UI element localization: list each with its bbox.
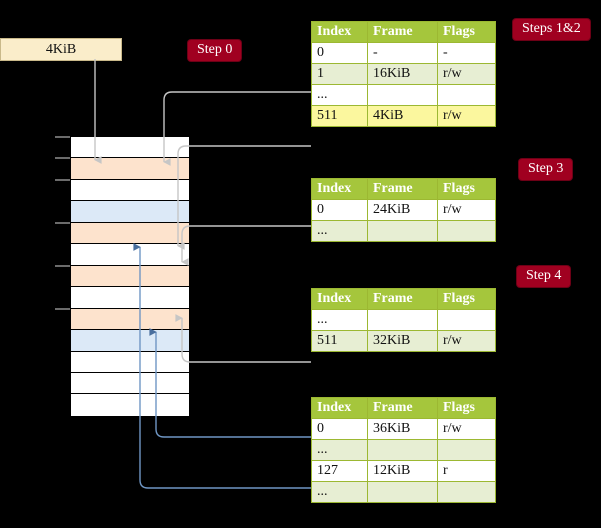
memory-frame-row	[71, 372, 189, 395]
physical-memory-column	[70, 136, 190, 416]
table-cell: r	[437, 460, 496, 482]
memory-frame-row	[71, 287, 189, 309]
table-cell: r/w	[437, 63, 496, 85]
column-header-flags: Flags	[437, 21, 496, 43]
table-row: ...	[311, 309, 496, 331]
memory-frame-row	[71, 158, 189, 180]
frame-tick-1	[55, 157, 70, 159]
column-header-flags: Flags	[437, 178, 496, 200]
table-cell: ...	[311, 220, 368, 242]
table-cell: 0	[311, 418, 368, 440]
memory-frame-row	[71, 351, 189, 373]
column-header-frame: Frame	[367, 21, 438, 43]
table-cell	[437, 309, 496, 331]
memory-frame-row	[71, 265, 189, 288]
memory-frame-row	[71, 137, 189, 159]
wire-l3-row0-to-memory	[181, 225, 311, 266]
table-cell: 24KiB	[367, 199, 438, 221]
table-cell: r/w	[437, 105, 496, 127]
memory-frame-row	[71, 394, 189, 416]
column-header-index: Index	[311, 397, 368, 419]
frame-tick-8	[55, 308, 70, 310]
table-cell: 4KiB	[367, 105, 438, 127]
table-cell: ...	[311, 309, 368, 331]
frame-tick-0	[55, 136, 70, 138]
table-cell	[437, 220, 496, 242]
badge-step-4-label: Step 4	[526, 268, 562, 283]
table-cell: 0	[311, 42, 368, 64]
memory-frame-row	[71, 308, 189, 331]
source-page-label: 4KiB	[45, 41, 77, 57]
table-row: ...	[311, 439, 496, 461]
table-row: ...	[311, 481, 496, 503]
table-cell	[437, 481, 496, 503]
memory-frame-row	[71, 222, 189, 245]
table-cell	[367, 439, 438, 461]
column-header-flags: Flags	[437, 397, 496, 419]
table-cell: ...	[311, 481, 368, 503]
table-cell: r/w	[437, 199, 496, 221]
frame-tick-2	[55, 179, 70, 181]
table-cell: 511	[311, 330, 368, 352]
table-cell: 32KiB	[367, 330, 438, 352]
table-cell	[367, 84, 438, 106]
table-cell	[437, 84, 496, 106]
table-cell: 36KiB	[367, 418, 438, 440]
frame-tick-6	[55, 265, 70, 267]
table-cell	[367, 220, 438, 242]
column-header-frame: Frame	[367, 178, 438, 200]
wire-l2-row511-to-memory	[175, 314, 311, 363]
column-header-frame: Frame	[367, 397, 438, 419]
table-row: ...	[311, 220, 496, 242]
table-cell: 12KiB	[367, 460, 438, 482]
table-row: ...	[311, 84, 496, 106]
memory-frame-row	[71, 201, 189, 223]
table-cell: r/w	[437, 330, 496, 352]
source-page-box: 4KiB	[0, 38, 122, 61]
column-header-flags: Flags	[437, 288, 496, 310]
table-cell: ...	[311, 439, 368, 461]
table-row: 0--	[311, 42, 496, 64]
badge-step-0-label: Step 0	[197, 42, 233, 57]
table-cell: ...	[311, 84, 368, 106]
badge-step-4: Step 4	[517, 266, 571, 288]
column-header-index: Index	[311, 178, 368, 200]
table-cell	[367, 481, 438, 503]
table-cell: -	[437, 42, 496, 64]
table-cell: 127	[311, 460, 368, 482]
table-cell: -	[367, 42, 438, 64]
column-header-index: Index	[311, 288, 368, 310]
table-cell: 16KiB	[367, 63, 438, 85]
memory-frame-row	[71, 244, 189, 266]
table-cell	[367, 309, 438, 331]
badge-step-3-label: Step 3	[528, 161, 564, 176]
memory-frame-row	[71, 330, 189, 352]
memory-frame-row	[71, 179, 189, 202]
table-cell	[437, 439, 496, 461]
wire-l4-row511-to-memory	[177, 145, 311, 250]
table-cell: 1	[311, 63, 368, 85]
column-header-index: Index	[311, 21, 368, 43]
table-cell: r/w	[437, 418, 496, 440]
frame-tick-4	[55, 222, 70, 224]
badge-step-3: Step 3	[519, 159, 573, 181]
table-cell: 0	[311, 199, 368, 221]
badge-steps-1-2-label: Steps 1&2	[522, 21, 581, 36]
badge-step-0: Step 0	[188, 40, 242, 62]
table-cell: 511	[311, 105, 368, 127]
column-header-frame: Frame	[367, 288, 438, 310]
badge-steps-1-2: Steps 1&2	[513, 19, 590, 41]
